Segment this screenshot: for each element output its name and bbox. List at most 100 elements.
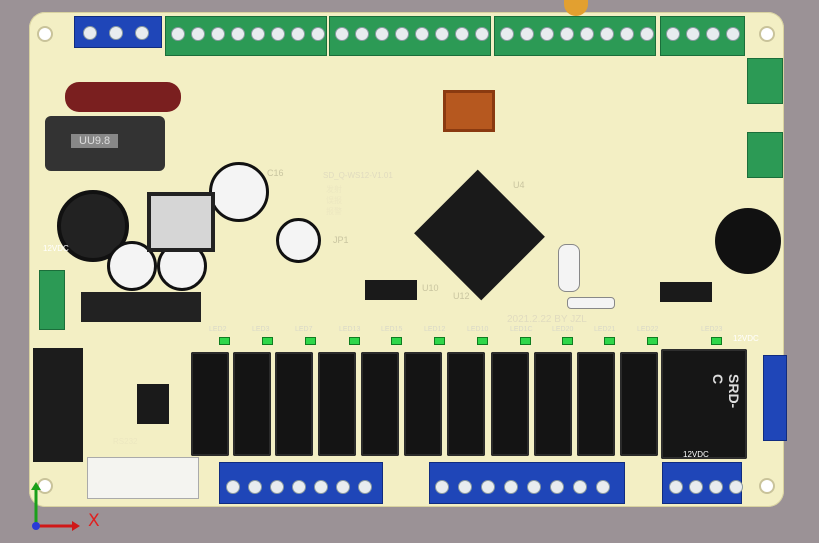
relay-5 — [361, 352, 399, 456]
led-label-10: LED22 — [637, 326, 659, 333]
top-orange-blob — [564, 0, 588, 16]
power-label-right: 12VDC — [733, 334, 759, 343]
terminal-screw — [455, 27, 469, 41]
led-label-2: LED7 — [295, 326, 313, 333]
board-name: SD_Q-WS12-V1.01 — [323, 171, 393, 180]
axis-y-arrow — [31, 482, 41, 490]
crystal-y1 — [558, 244, 580, 292]
led-label-7: LED1C — [510, 326, 533, 333]
terminal-screw — [527, 480, 541, 494]
chinese-label-a: 发射 — [326, 185, 342, 194]
relay-2 — [233, 352, 271, 456]
terminal-screw — [520, 27, 534, 41]
led-label-0: LED2 — [209, 326, 227, 333]
terminal-screw — [270, 480, 284, 494]
terminal-screw — [709, 480, 723, 494]
dc-jack — [81, 292, 201, 322]
led-label-6: LED10 — [467, 326, 489, 333]
terminal-block-top-blue — [74, 16, 162, 48]
terminal-screw — [395, 27, 409, 41]
terminal-screw — [596, 480, 610, 494]
terminal-screw — [355, 27, 369, 41]
relay-label: SRD-C — [710, 374, 742, 409]
terminal-screw — [458, 480, 472, 494]
rs-label: RS232 — [113, 437, 138, 446]
status-led-11 — [711, 337, 722, 345]
relay-7 — [447, 352, 485, 456]
mcu-u4 — [414, 169, 545, 301]
terminal-screw — [226, 480, 240, 494]
terminal-screw — [481, 480, 495, 494]
terminal-block-right-1 — [747, 58, 783, 104]
status-led-4 — [391, 337, 402, 345]
capacitor-c22 — [276, 218, 321, 263]
status-led-1 — [262, 337, 273, 345]
terminal-screw — [311, 27, 325, 41]
mounting-hole-top-right — [759, 26, 775, 42]
axis-x-arrow — [72, 521, 80, 531]
terminal-screw — [666, 27, 680, 41]
u10-label: U10 — [422, 283, 439, 293]
capacitor-c16 — [209, 162, 269, 222]
connector-rs — [87, 457, 199, 499]
led-label-9: LED21 — [594, 326, 616, 333]
led-label-8: LED20 — [552, 326, 574, 333]
status-led-0 — [219, 337, 230, 345]
relay-6 — [404, 352, 442, 456]
terminal-screw — [271, 27, 285, 41]
relay-4 — [318, 352, 356, 456]
terminal-screw — [435, 480, 449, 494]
power-label-bottom: 12VDC — [683, 450, 709, 459]
terminal-block-right-blue — [763, 355, 787, 441]
chip-u5 — [660, 282, 712, 302]
terminal-screw — [314, 480, 328, 494]
relay-11 — [620, 352, 658, 456]
terminal-screw — [560, 27, 574, 41]
terminal-screw — [640, 27, 654, 41]
terminal-screw — [600, 27, 614, 41]
led-label-11: LED23 — [701, 326, 723, 333]
terminal-block-right-2 — [747, 132, 783, 178]
terminal-screw — [573, 480, 587, 494]
terminal-screw — [375, 27, 389, 41]
inductor-uu9.8: UU9.8 — [45, 116, 165, 171]
mounting-hole-bottom-right — [759, 478, 775, 494]
terminal-screw — [580, 27, 594, 41]
terminal-screw — [291, 27, 305, 41]
jp1-label: JP1 — [333, 235, 349, 245]
terminal-screw — [292, 480, 306, 494]
board-date: 2021.2.22 BY JZL — [507, 314, 587, 325]
terminal-screw — [231, 27, 245, 41]
relay-8 — [491, 352, 529, 456]
terminal-screw — [729, 480, 743, 494]
status-led-2 — [305, 337, 316, 345]
power-label-left: 12VDC — [43, 244, 69, 253]
relay-srd-c: SRD-C — [661, 349, 747, 459]
terminal-screw — [706, 27, 720, 41]
status-led-5 — [434, 337, 445, 345]
terminal-screw — [251, 27, 265, 41]
buzzer-ld1 — [715, 208, 781, 274]
led-label-1: LED3 — [252, 326, 270, 333]
relay-1 — [191, 352, 229, 456]
led-label-5: LED12 — [424, 326, 446, 333]
axis-origin — [32, 522, 40, 530]
led-label-4: LED15 — [381, 326, 403, 333]
status-led-9 — [604, 337, 615, 345]
terminal-screw — [620, 27, 634, 41]
status-led-6 — [477, 337, 488, 345]
c16-label: C16 — [267, 168, 284, 178]
relay-10 — [577, 352, 615, 456]
terminal-screw — [540, 27, 554, 41]
relay-9 — [534, 352, 572, 456]
inductor-label: UU9.8 — [71, 134, 119, 148]
chip-u18 — [443, 90, 495, 132]
relay-3 — [275, 352, 313, 456]
chinese-label-b: 误报 — [326, 196, 342, 205]
terminal-block-left — [39, 270, 65, 330]
fuse — [65, 82, 181, 112]
terminal-screw — [504, 480, 518, 494]
terminal-screw — [191, 27, 205, 41]
terminal-screw — [211, 27, 225, 41]
